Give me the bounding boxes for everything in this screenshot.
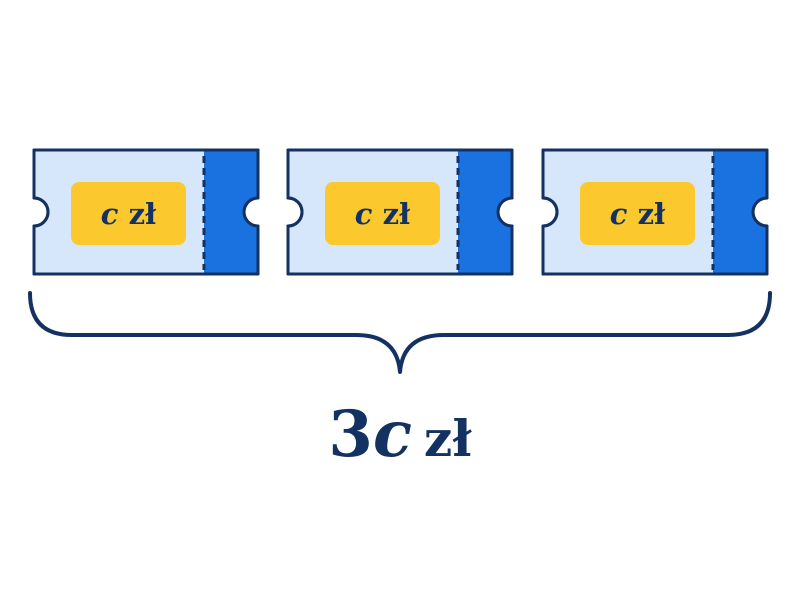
price-tag bbox=[71, 182, 186, 245]
ticket-1: c zł bbox=[32, 148, 260, 276]
price-tag bbox=[325, 182, 440, 245]
ticket-price-label: c zł bbox=[101, 197, 157, 231]
grouping-brace bbox=[28, 291, 772, 374]
ticket-price-label: c zł bbox=[610, 197, 666, 231]
price-tag bbox=[580, 182, 695, 245]
ticket-3: c zł bbox=[541, 148, 769, 276]
ticket-2: c zł bbox=[286, 148, 514, 276]
ticket-price-label: c zł bbox=[355, 197, 411, 231]
